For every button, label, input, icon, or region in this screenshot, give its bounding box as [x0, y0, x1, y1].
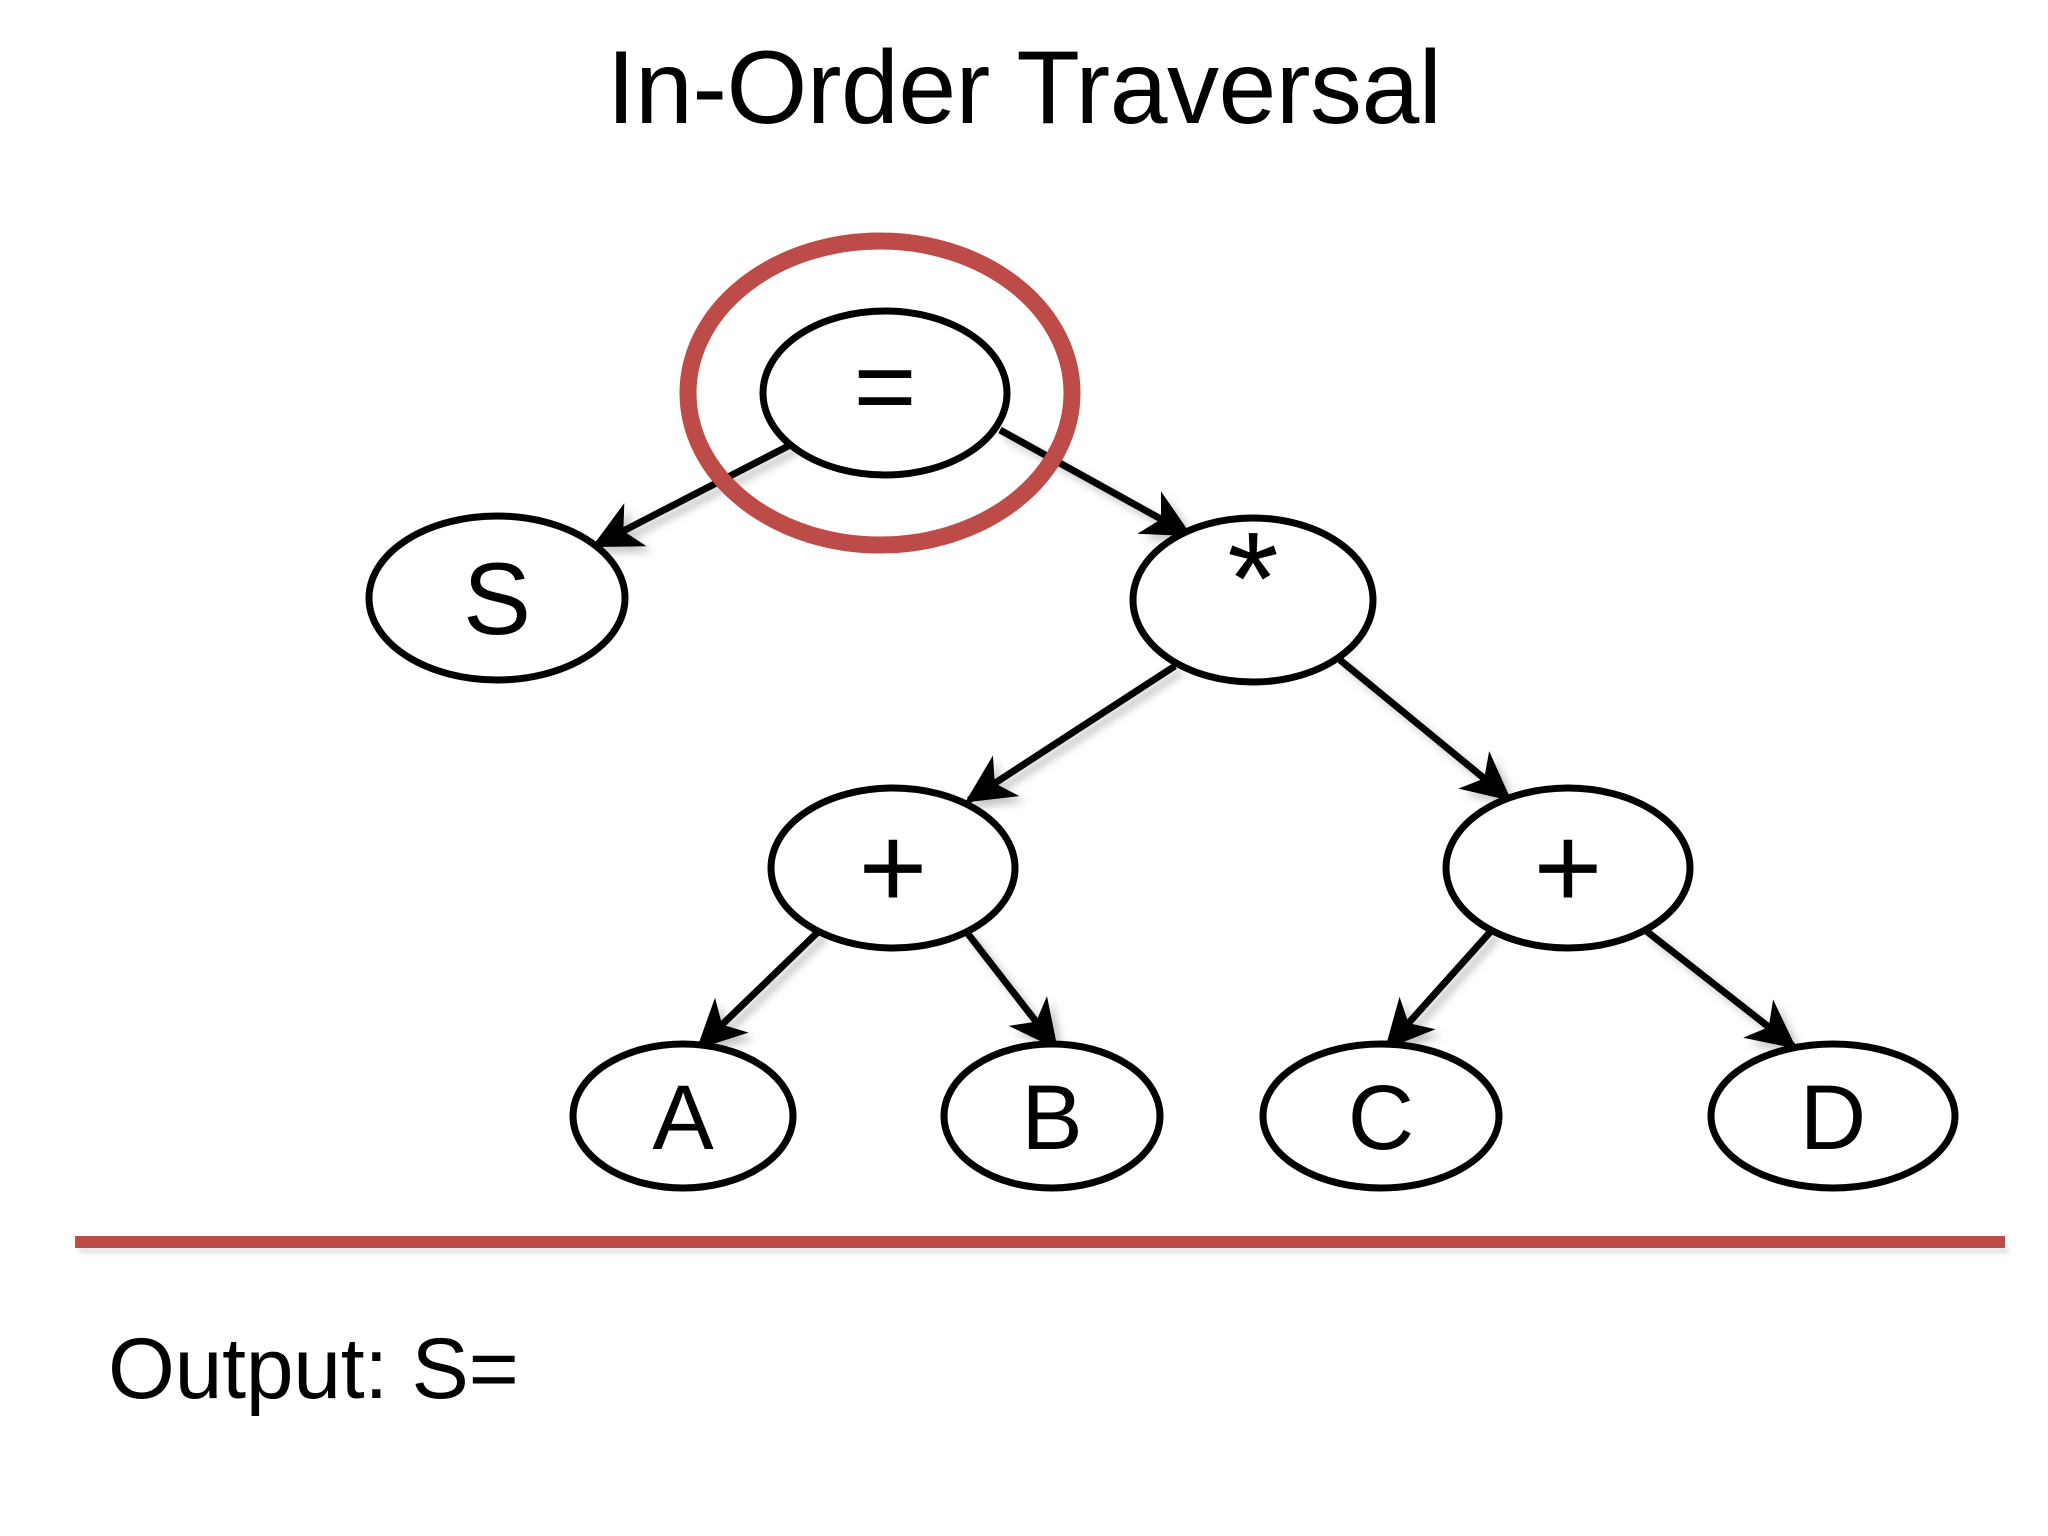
edge-plus-right-to-c [1384, 927, 1495, 1050]
page-title: In-Order Traversal [606, 30, 1442, 146]
edge-asterisk-to-plus-right-line [1337, 657, 1512, 801]
node-asterisk[interactable]: * [1129, 505, 1377, 686]
node-plus-right-label: + [1534, 802, 1603, 934]
edge-plus-right-to-d-line [1642, 927, 1797, 1049]
node-d-label: D [1800, 1067, 1866, 1169]
red-divider-shadow [79, 1248, 2009, 1256]
highlight-layer [679, 232, 1081, 554]
node-a[interactable]: A [569, 1040, 797, 1192]
node-c-label: C [1348, 1067, 1414, 1169]
node-b[interactable]: B [940, 1040, 1164, 1192]
node-plus-left-label: + [859, 802, 928, 934]
edge-equals-to-asterisk [998, 426, 1193, 538]
node-plus-right-ellipse [1442, 784, 1694, 952]
red-divider-line [75, 1236, 2005, 1248]
node-d[interactable]: D [1707, 1040, 1959, 1192]
edge-plus-left-to-a-line [696, 927, 823, 1050]
node-equals-ellipse [759, 307, 1011, 479]
edge-asterisk-to-plus-left [965, 663, 1177, 803]
edge-plus-left-to-b [962, 927, 1058, 1050]
node-equals-label: = [853, 325, 916, 446]
node-s-label: S [463, 542, 531, 656]
edge-equals-to-s [591, 436, 802, 549]
node-b-ellipse [940, 1040, 1164, 1192]
node-a-ellipse [569, 1040, 797, 1192]
node-asterisk-ellipse [1129, 514, 1377, 686]
highlight-circle [679, 232, 1081, 554]
node-s-ellipse [365, 512, 629, 684]
nodes-layer: = S * + + A B C D [365, 307, 1959, 1192]
node-c[interactable]: C [1259, 1040, 1503, 1192]
node-equals[interactable]: = [759, 307, 1011, 479]
node-c-ellipse [1259, 1040, 1503, 1192]
edge-plus-left-to-b-line [962, 927, 1058, 1050]
red-divider [75, 1236, 2009, 1256]
edge-plus-right-to-c-line [1384, 927, 1495, 1050]
edge-equals-to-asterisk-line [998, 426, 1193, 538]
edge-asterisk-to-plus-left-line [965, 663, 1177, 803]
node-asterisk-label: * [1227, 505, 1278, 652]
node-a-label: A [652, 1067, 714, 1169]
node-plus-left-ellipse [767, 784, 1019, 952]
node-s[interactable]: S [365, 512, 629, 684]
node-d-ellipse [1707, 1040, 1959, 1192]
edge-plus-right-to-d [1642, 927, 1797, 1049]
node-plus-right[interactable]: + [1442, 784, 1694, 952]
edge-equals-to-s-line [591, 436, 802, 549]
node-b-label: B [1021, 1067, 1082, 1169]
node-plus-left[interactable]: + [767, 784, 1019, 952]
edges-layer [591, 426, 1797, 1050]
edge-asterisk-to-plus-right [1337, 657, 1512, 801]
edge-plus-left-to-a [696, 927, 823, 1050]
output-text: Output: S= [108, 1321, 519, 1417]
